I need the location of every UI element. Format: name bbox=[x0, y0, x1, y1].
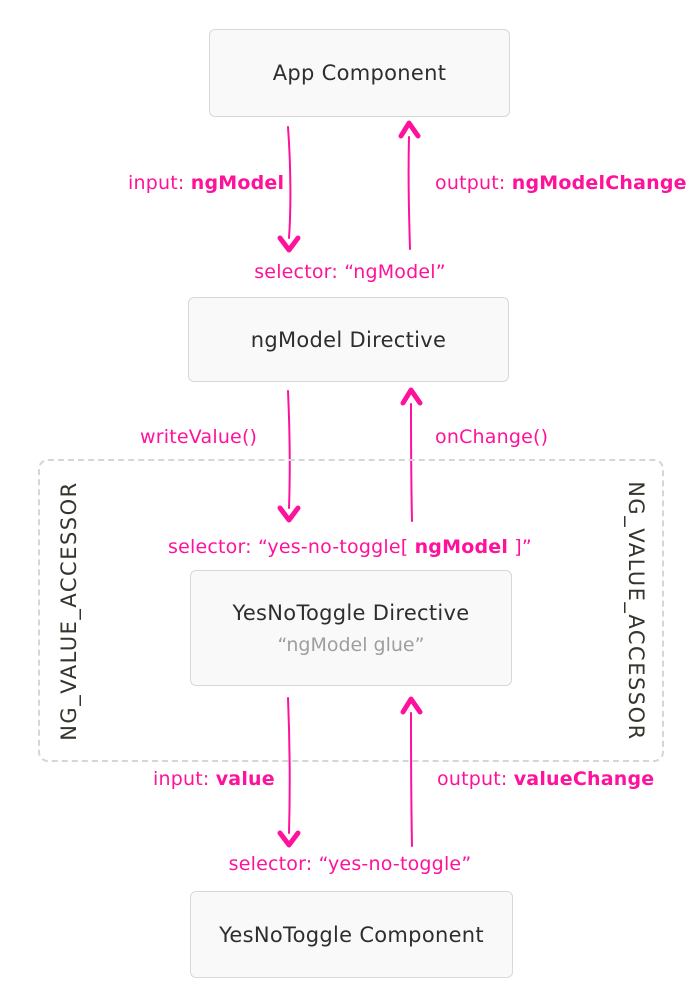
output-valuechange-label: output: valueChange bbox=[437, 768, 654, 790]
ng-value-accessor-label-left: NG_VALUE_ACCESSOR bbox=[57, 481, 81, 741]
output-ngmodelchange-prefix: output: bbox=[435, 172, 512, 194]
input-ngmodel-value: ngModel bbox=[190, 172, 285, 194]
app-component-box: App Component bbox=[209, 29, 510, 117]
ng-value-accessor-region bbox=[38, 459, 664, 762]
selector-yesno-ngmodel-value: ngModel bbox=[414, 536, 509, 558]
output-ngmodelchange-value: ngModelChange bbox=[511, 172, 687, 194]
input-value-value: value bbox=[215, 768, 275, 790]
selector-yesno-ngmodel-prefix: selector: “yes-no-toggle[ bbox=[168, 536, 415, 558]
ngmodel-directive-box: ngModel Directive bbox=[188, 297, 509, 382]
arrow-down-value-input bbox=[277, 697, 301, 848]
input-ngmodel-label: input: ngModel bbox=[128, 172, 284, 194]
app-component-title: App Component bbox=[272, 61, 447, 85]
ngmodel-directive-title: ngModel Directive bbox=[250, 327, 447, 352]
arrow-up-onchange bbox=[400, 387, 423, 522]
input-ngmodel-prefix: input: bbox=[128, 172, 191, 194]
output-valuechange-prefix: output: bbox=[437, 768, 514, 790]
yesnotoggle-directive-subtitle: “ngModel glue” bbox=[277, 633, 425, 656]
arrow-down-writevalue bbox=[277, 390, 301, 523]
yesnotoggle-directive-title: YesNoToggle Directive bbox=[232, 600, 470, 625]
ng-value-accessor-label-right: NG_VALUE_ACCESSOR bbox=[624, 481, 648, 741]
input-value-label: input: value bbox=[153, 768, 275, 790]
selector-yesno-ngmodel-suffix: ]” bbox=[508, 536, 532, 558]
yesnotoggle-component-box: YesNoToggle Component bbox=[190, 891, 513, 978]
arrow-up-ngmodelchange-output bbox=[398, 120, 421, 250]
arrow-up-valuechange-output bbox=[400, 696, 423, 847]
writevalue-label: writeValue() bbox=[140, 426, 258, 448]
selector-yesno-label: selector: “yes-no-toggle” bbox=[228, 853, 472, 875]
yesnotoggle-directive-box: YesNoToggle Directive “ngModel glue” bbox=[190, 570, 512, 686]
yesnotoggle-component-title: YesNoToggle Component bbox=[219, 922, 484, 947]
onchange-label: onChange() bbox=[435, 426, 549, 448]
selector-yesno-ngmodel-label: selector: “yes-no-toggle[ ngModel ]” bbox=[0, 536, 700, 558]
arrow-down-ngmodel-input bbox=[277, 126, 301, 253]
output-valuechange-value: valueChange bbox=[513, 768, 655, 790]
input-value-prefix: input: bbox=[153, 768, 216, 790]
selector-ngmodel-label: selector: “ngModel” bbox=[254, 261, 446, 283]
output-ngmodelchange-label: output: ngModelChange bbox=[435, 172, 687, 194]
